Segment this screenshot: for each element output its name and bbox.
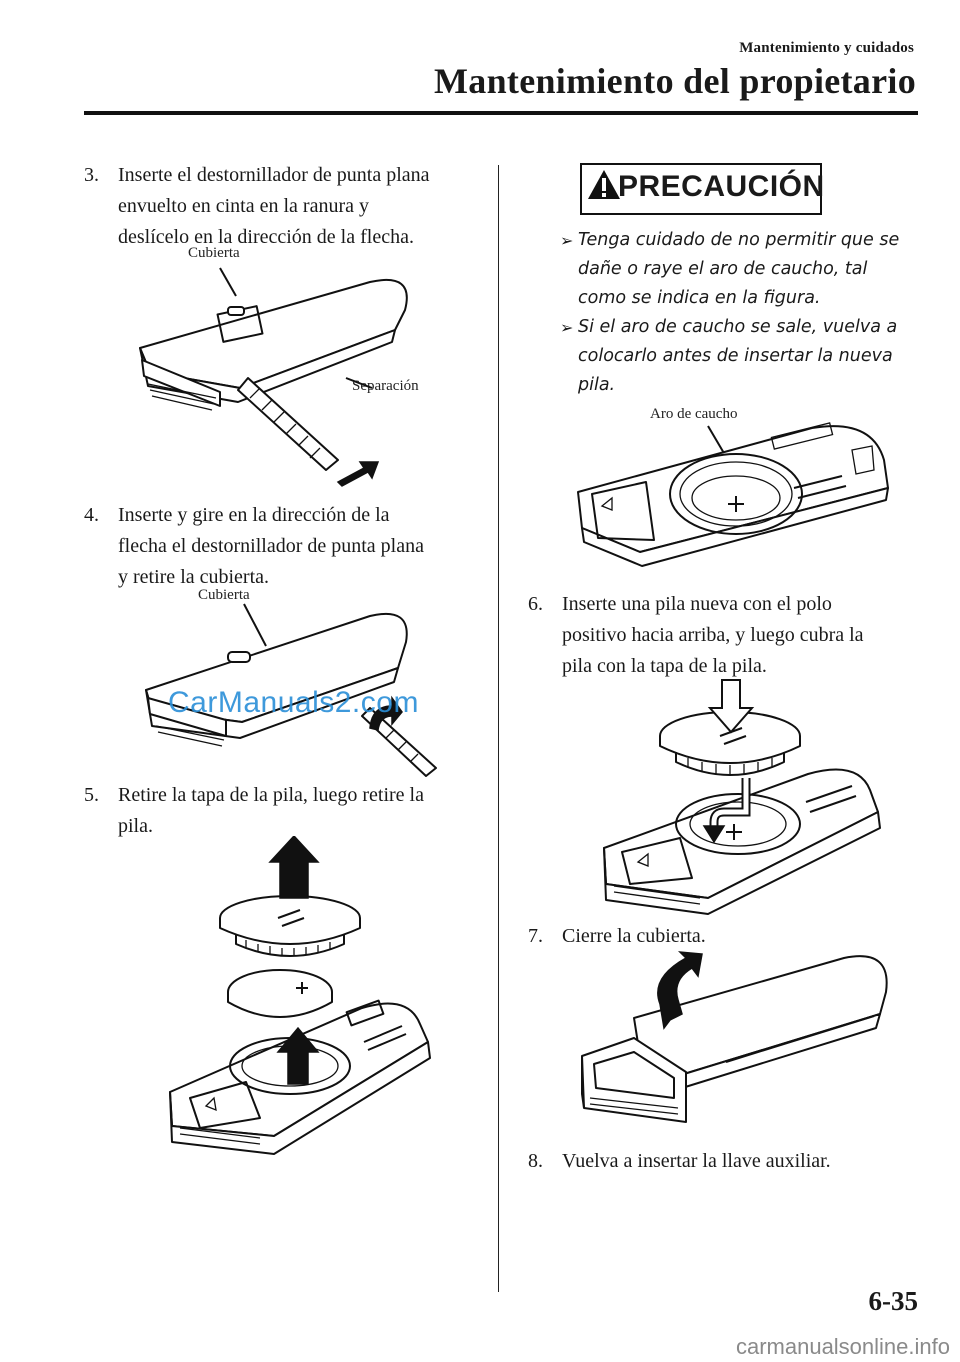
step-text-line: envuelto en cinta en la ranura y bbox=[118, 195, 369, 217]
figure-rubber-ring bbox=[577, 422, 889, 567]
step-number: 4. bbox=[84, 504, 99, 526]
step-3: 3. Inserte el destornillador de punta pl… bbox=[84, 160, 484, 256]
step-number: 6. bbox=[528, 593, 543, 615]
callout-aro-de-caucho: Aro de caucho bbox=[650, 406, 738, 422]
step-4: 4. Inserte y gire en la dirección de la … bbox=[84, 500, 484, 596]
arrow-bullet-icon: ➢ bbox=[560, 318, 574, 337]
step-text-line: pila. bbox=[118, 815, 153, 837]
footer-watermark-url: carmanualsonline.info bbox=[735, 1334, 950, 1359]
warning-triangle-icon bbox=[588, 170, 620, 199]
page-number: 6-35 bbox=[868, 1286, 919, 1316]
step-5: 5. Retire la tapa de la pila, luego reti… bbox=[84, 780, 484, 844]
figure-remove-battery bbox=[169, 836, 431, 1155]
watermark: CarManuals2.com bbox=[168, 686, 419, 719]
step-text-line: Inserte y gire en la dirección de la bbox=[118, 504, 390, 526]
caution-line: dañe o raye el aro de caucho, tal bbox=[578, 259, 868, 279]
page-title: Mantenimiento del propietario bbox=[434, 61, 916, 101]
step-text-line: Cierre la cubierta. bbox=[562, 925, 706, 947]
header-rule bbox=[84, 111, 918, 115]
caution-box bbox=[580, 163, 822, 215]
step-number: 8. bbox=[528, 1150, 543, 1172]
caution-list: ➢ Tenga cuidado de no permitir que se da… bbox=[538, 226, 918, 400]
figure-insert-screwdriver bbox=[139, 267, 408, 487]
callout-cubierta: Cubierta bbox=[188, 245, 240, 261]
step-text-line: pila con la tapa de la pila. bbox=[562, 655, 767, 677]
caution-line: Tenga cuidado de no permitir que se bbox=[578, 230, 900, 250]
step-8: 8. Vuelva a insertar la llave auxiliar. bbox=[528, 1146, 928, 1178]
step-text-line: Vuelva a insertar la llave auxiliar. bbox=[562, 1150, 831, 1172]
figure-insert-battery bbox=[603, 679, 881, 915]
step-text-line: Retire la tapa de la pila, luego retire … bbox=[118, 784, 424, 806]
step-number: 7. bbox=[528, 925, 543, 947]
callout-cubierta: Cubierta bbox=[198, 587, 250, 603]
caution-line: colocarlo antes de insertar la nueva bbox=[578, 346, 893, 366]
section-subtitle: Mantenimiento y cuidados bbox=[739, 40, 914, 56]
step-7: 7. Cierre la cubierta. bbox=[528, 921, 928, 953]
step-number: 5. bbox=[84, 784, 99, 806]
caution-line: pila. bbox=[578, 375, 616, 395]
step-number: 3. bbox=[84, 164, 99, 186]
step-text-line: flecha el destornillador de punta plana bbox=[118, 535, 424, 557]
caution-item: ➢ Si el aro de caucho se sale, vuelva a … bbox=[538, 313, 918, 400]
step-6: 6. Inserte una pila nueva con el polo po… bbox=[528, 589, 928, 685]
callout-separacion: Separación bbox=[352, 378, 419, 394]
caution-line: como se indica en la figura. bbox=[578, 288, 821, 308]
figure-remove-cover bbox=[145, 603, 437, 777]
step-text-line: Inserte el destornillador de punta plana bbox=[118, 164, 430, 186]
caution-line: Si el aro de caucho se sale, vuelva a bbox=[578, 317, 898, 337]
step-text-line: deslícelo en la dirección de la flecha. bbox=[118, 226, 414, 248]
column-divider bbox=[498, 165, 499, 1292]
arrow-bullet-icon: ➢ bbox=[560, 231, 574, 250]
figure-close-cover bbox=[581, 951, 888, 1123]
caution-title: PRECAUCIÓN bbox=[618, 170, 825, 203]
step-text-line: positivo hacia arriba, y luego cubra la bbox=[562, 624, 864, 646]
caution-item: ➢ Tenga cuidado de no permitir que se da… bbox=[538, 226, 918, 313]
step-text-line: y retire la cubierta. bbox=[118, 566, 270, 588]
step-text-line: Inserte una pila nueva con el polo bbox=[562, 593, 832, 615]
